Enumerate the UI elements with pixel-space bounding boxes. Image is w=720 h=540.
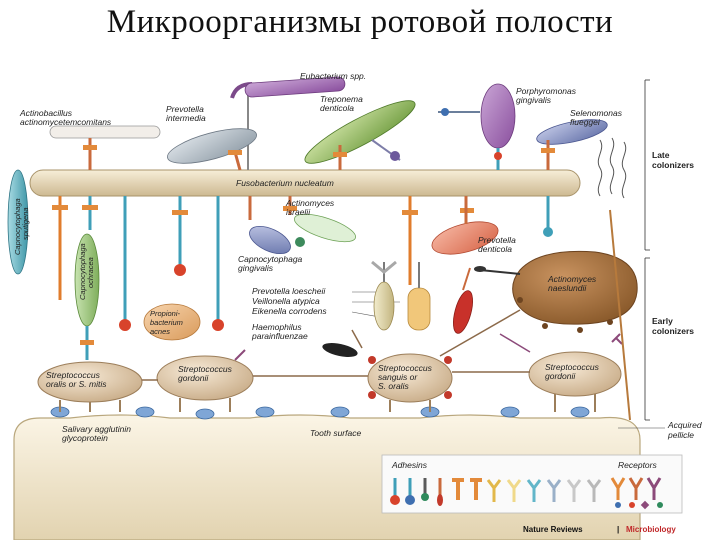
strep-gordonii-left-cell (156, 349, 254, 412)
late-colonizers-label-1: Late (652, 150, 670, 160)
treponema-group (304, 100, 416, 170)
actinomyces-israelii-label-1: Actinomyces (285, 198, 335, 208)
strep-oralis-mitis-label-2: oralis or S. mitis (46, 379, 107, 389)
capnocytophaga-ochracea-label-2: ochracea (86, 257, 95, 288)
actinomyces-israelii-group (283, 196, 356, 247)
credit-journal: Nature Reviews (523, 525, 583, 534)
fusobacterium-cell (29, 169, 581, 197)
strep-gordonii-right-label-2: gordonii (545, 371, 576, 381)
strep-oralis-mitis-label-1: Streptococcus (46, 370, 101, 380)
strep-gordonii-right-cell (528, 333, 623, 412)
actinobacillus-group (49, 125, 161, 170)
capnocytophaga-sputigena-label-1: Capnocytophaga (13, 198, 22, 255)
prevotella-denticola-label-1: Prevotella (478, 235, 516, 245)
coaggregation-links (142, 209, 631, 421)
propionibacterium-label-3: acnes (150, 327, 170, 336)
veillonella-label: Veillonella atypica (252, 296, 320, 306)
legend-receptors-label: Receptors (618, 460, 657, 470)
porphyromonas-label-1: Porphyromonas (516, 86, 577, 96)
capnocytophaga-sputigena-label-2: sputigena (21, 207, 30, 240)
legend-adhesins-label: Adhesins (391, 460, 428, 470)
late-colonizers-bracket (644, 79, 650, 251)
strep-gordonii-right-label-1: Streptococcus (545, 362, 600, 372)
selenomonas-label-2: flueggei (570, 117, 601, 127)
eikenella-label: Eikenella corrodens (252, 306, 327, 316)
porphyromonas-label-2: gingivalis (516, 95, 552, 105)
capnocytophaga-ochracea-label-1: Capnocytophaga (78, 243, 87, 300)
eubacterium-group (230, 76, 346, 170)
early-colonizers-label-1: Early (652, 316, 673, 326)
actinomyces-israelii-label-2: israelii (286, 207, 311, 217)
capnocytophaga-sputigena-cell (7, 169, 29, 275)
treponema-label-1: Treponema (320, 94, 363, 104)
strep-sanguis-label-2: sanguis or (378, 372, 418, 382)
prevotella-loescheii-label: Prevotella loescheii (252, 286, 326, 296)
middle-rod-cells (371, 260, 473, 334)
pellicle-label-2: pellicle (667, 430, 694, 440)
strep-gordonii-left-label-1: Streptococcus (178, 364, 233, 374)
late-colonizers-label-2: colonizers (652, 160, 694, 170)
propionibacterium-cell (143, 303, 201, 341)
prevotella-intermedia-label-2: intermedia (166, 113, 206, 123)
strep-sanguis-label-1: Streptococcus (378, 363, 433, 373)
pellicle-label-1: Acquired (667, 420, 702, 430)
legend-adhesin-icons (390, 478, 602, 506)
haemophilus-label-2: parainfluenzae (251, 331, 308, 341)
slide-title: Микроорганизмы ротовой полости (106, 4, 614, 40)
fuso-adhesin-caps (52, 205, 553, 331)
capnocytophaga-gingivalis-label-2: gingivalis (238, 263, 274, 273)
tooth-surface-label: Tooth surface (310, 428, 361, 438)
early-colonizers-label-2: colonizers (652, 326, 694, 336)
porphyromonas-group (438, 83, 516, 170)
salivary-label-2: glycoprotein (62, 433, 108, 443)
pellicle-receptors (50, 406, 590, 420)
credit-separator: | (617, 525, 619, 534)
propionibacterium-label-1: Propioni- (150, 309, 181, 318)
salivary-label-1: Salivary agglutinin (62, 424, 131, 434)
early-colonizers-bracket (644, 257, 650, 421)
eubacterium-label: Eubacterium spp. (300, 71, 366, 81)
prevotella-intermedia-group (167, 128, 257, 171)
credit-section: Microbiology (626, 525, 676, 534)
prevotella-intermedia-label-1: Prevotella (166, 104, 204, 114)
selenomonas-group (536, 119, 627, 199)
capnocytophaga-gingivalis-group (248, 196, 291, 255)
fusobacterium-label: Fusobacterium nucleatum (236, 178, 334, 188)
treponema-label-2: denticola (320, 103, 354, 113)
haemophilus-label-1: Haemophilus (252, 322, 302, 332)
capnocytophaga-ochracea-cell (74, 233, 100, 360)
actinomyces-naeslundii-cell (474, 250, 638, 333)
strep-sanguis-cell (367, 353, 453, 412)
strep-gordonii-left-label-2: gordonii (178, 373, 209, 383)
prevotella-denticola-label-2: denticola (478, 244, 512, 254)
legend-receptor-icons (610, 477, 663, 510)
strep-sanguis-label-3: S. oralis (378, 381, 409, 391)
propionibacterium-label-2: bacterium (150, 318, 183, 327)
actinobacillus-label-2: actinomycetemcomitans (20, 117, 112, 127)
strep-oralis-mitis-cell (37, 361, 143, 412)
capnocytophaga-gingivalis-label-1: Capnocytophaga (238, 254, 303, 264)
actinobacillus-label-1: Actinobacillus (19, 108, 73, 118)
prevotella-denticola-group (431, 196, 499, 255)
selenomonas-label-1: Selenomonas (570, 108, 623, 118)
actinomyces-naeslundii-label-1: Actinomyces (547, 274, 597, 284)
actinomyces-naeslundii-label-2: naeslundii (548, 283, 587, 293)
haemophilus-cell (322, 343, 358, 357)
